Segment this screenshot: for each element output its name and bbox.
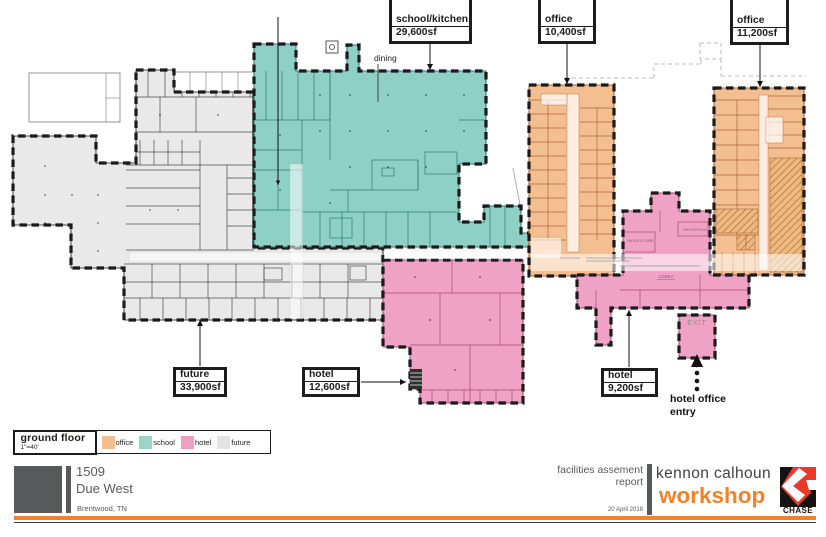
title-block-divider-bar-right	[647, 464, 652, 515]
callout-hotel-west-name: hotel	[305, 370, 357, 382]
hotel-exit-area	[677, 313, 717, 360]
legend-item-hotel: hotel	[180, 435, 217, 449]
callout-hotel-west-area: 12,600sf	[309, 382, 350, 393]
leader-arrowhead-office-east	[757, 81, 763, 87]
legend-items: office school hotel future	[97, 431, 257, 453]
callout-office-west-name: office	[541, 0, 593, 27]
chase-logo-text: CHASE	[782, 505, 813, 516]
leader-future	[197, 320, 203, 366]
legend-title-box: ground floor 1"=40'	[12, 429, 97, 455]
reception-label: RECEPTION	[683, 227, 706, 232]
callout-future-area: 33,900sf	[180, 382, 221, 393]
leader-hotel-west	[361, 379, 406, 385]
legend-label-school: school	[153, 437, 175, 447]
legend-title: ground floor	[20, 431, 86, 444]
callout-school-kitchen-name: school/kitchen	[392, 0, 469, 27]
hotel-office-entry-line1: hotel office	[670, 393, 727, 405]
leader-hotel-south	[626, 310, 632, 367]
firm-name-workshop: workshop	[659, 483, 766, 508]
hotel-link-corridor	[531, 254, 802, 271]
bookstore-label: BOOKSTORE	[628, 238, 654, 243]
dining-label: dining	[374, 53, 397, 63]
chase-logo-icon	[780, 467, 816, 507]
cropped-leader	[275, 17, 281, 185]
property-line	[565, 42, 806, 79]
bottom-orange-rule	[14, 516, 816, 520]
legend-item-future: future	[217, 435, 256, 449]
title-block-logo-square	[14, 466, 62, 513]
corridor-strip	[289, 163, 304, 320]
project-name: Due West	[76, 481, 133, 496]
report-title-line1: facilities assement	[557, 464, 643, 476]
legend-label-hotel: hotel	[194, 437, 212, 447]
report-title: facilities assement report	[443, 464, 643, 488]
unshaded-rooms-top	[173, 71, 255, 93]
lobby-label: LOBBY	[658, 274, 673, 279]
hotel-office-entry-note: hotel office entry	[670, 393, 726, 418]
callout-school-kitchen-area: 29,600sf	[396, 27, 437, 38]
stair-block	[410, 369, 422, 389]
site-mark	[512, 167, 521, 206]
corridor-strip	[128, 251, 382, 263]
leader-office-east	[757, 45, 763, 87]
unshaded-rooms-nw	[28, 72, 121, 123]
leader-arrowhead-hotel-west	[400, 379, 406, 385]
leader-school-kitchen	[427, 44, 433, 70]
legend-swatch-office	[101, 435, 115, 449]
project-location: Brentwood, TN	[77, 504, 127, 513]
legend-item-office: office	[101, 435, 140, 449]
legend-swatch-hotel	[180, 435, 194, 449]
project-number: 1509	[76, 464, 105, 479]
hotel-office-entry-line2: entry	[670, 405, 696, 418]
leader-arrowhead-school-kitchen	[427, 64, 433, 70]
office-west-area	[527, 83, 616, 278]
title-block-divider-bar-left	[66, 466, 71, 513]
callout-office-east-area: 11,200sf	[737, 28, 778, 39]
legend-label-office: office	[115, 437, 134, 447]
leader-arrowhead-hotel-south	[626, 310, 632, 316]
legend: ground floor 1"=40' office school hotel fut…	[12, 429, 271, 455]
legend-swatch-school	[139, 435, 153, 449]
callout-future-name: future	[176, 370, 224, 382]
leader-arrowhead-future	[197, 320, 203, 326]
legend-item-school: school	[139, 435, 181, 449]
bottom-dark-rule	[14, 521, 816, 523]
cropped-leader-arrowhead	[275, 180, 281, 185]
corridor-strip	[383, 248, 528, 260]
hotel-office-entry-arrow	[691, 354, 703, 392]
legend-scale: 1"=40'	[20, 443, 39, 451]
leader-arrowhead-office-west	[564, 78, 570, 84]
callout-hotel-south-name: hotel	[604, 371, 655, 383]
legend-label-future: future	[231, 437, 251, 447]
callout-office-east-name: office	[733, 0, 786, 28]
callout-hotel-south-area: 9,200sf	[608, 382, 643, 394]
leader-office-west	[564, 44, 570, 84]
utility-box	[325, 40, 339, 54]
callout-office-west-area: 10,400sf	[545, 27, 586, 38]
report-title-line2: report	[615, 476, 643, 488]
firm-name: kennon calhoun	[656, 465, 772, 482]
report-date: 20 April 2018	[607, 507, 643, 513]
legend-swatch-future	[217, 435, 231, 449]
exit-label: EXIT	[687, 320, 707, 327]
office-east-area	[712, 86, 806, 277]
